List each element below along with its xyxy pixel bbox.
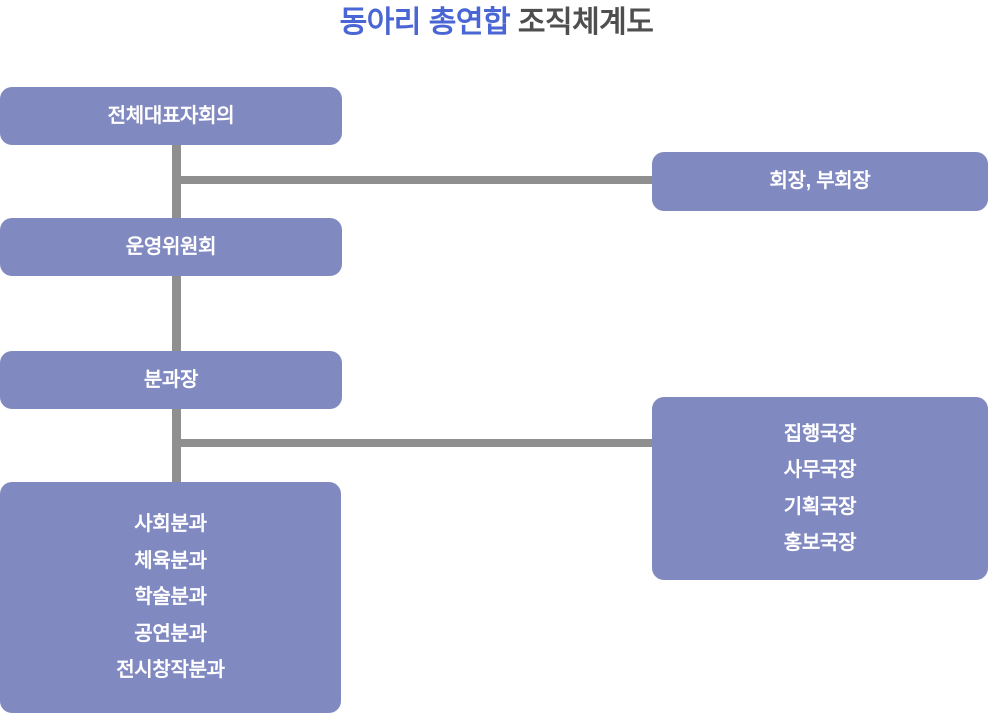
node-president-vicepresident-label: 회장, 부회장 bbox=[769, 170, 871, 193]
page-title-rest: 조직체계도 bbox=[510, 6, 654, 39]
division-item: 사회분과 bbox=[134, 513, 207, 536]
division-item: 체육분과 bbox=[134, 549, 207, 572]
page-title: 동아리 총연합 조직체계도 bbox=[0, 0, 993, 46]
bureau-director-item: 사무국장 bbox=[783, 459, 857, 481]
node-division-chiefs: 분과장 bbox=[0, 351, 342, 409]
page-title-highlight: 동아리 총연합 bbox=[339, 6, 511, 39]
node-steering-committee: 운영위원회 bbox=[0, 218, 342, 276]
bureau-director-item: 집행국장 bbox=[783, 422, 857, 445]
node-general-assembly-label: 전체대표자회의 bbox=[107, 104, 235, 127]
connector-line-to-directors bbox=[176, 439, 656, 447]
bureau-director-item: 홍보국장 bbox=[783, 532, 857, 554]
node-general-assembly: 전체대표자회의 bbox=[0, 87, 342, 145]
node-division-chiefs-label: 분과장 bbox=[143, 368, 199, 391]
division-item: 공연분과 bbox=[134, 622, 207, 645]
node-steering-committee-label: 운영위원회 bbox=[125, 235, 217, 258]
division-item: 학술분과 bbox=[134, 586, 207, 609]
connector-vertical-line bbox=[172, 145, 181, 482]
division-item: 전시창작분과 bbox=[116, 659, 225, 682]
connector-line-to-president bbox=[176, 176, 656, 184]
node-bureau-directors: 집행국장 사무국장 기획국장 홍보국장 bbox=[652, 397, 988, 580]
bureau-director-item: 기획국장 bbox=[783, 495, 857, 518]
node-president-vicepresident: 회장, 부회장 bbox=[652, 152, 988, 211]
node-divisions-list: 사회분과 체육분과 학술분과 공연분과 전시창작분과 bbox=[0, 482, 341, 713]
